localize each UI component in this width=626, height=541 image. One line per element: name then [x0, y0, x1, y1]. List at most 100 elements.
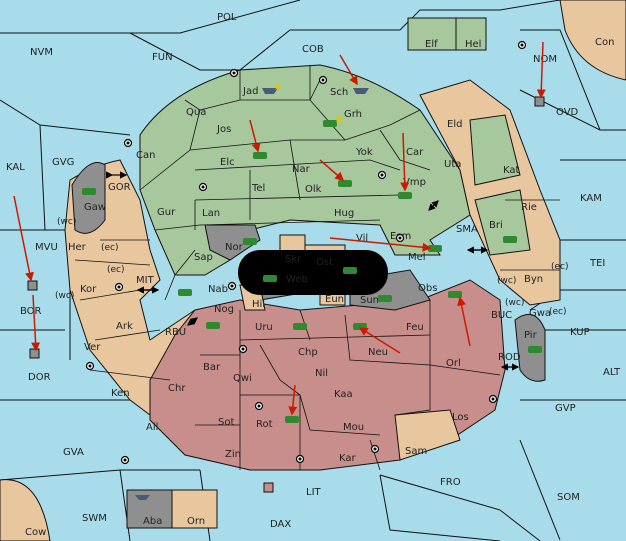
province-label-yok: Yok	[355, 147, 373, 158]
province-label-gaw: Gaw	[84, 202, 106, 213]
star-icon: ★	[334, 113, 344, 126]
central-lake	[238, 250, 388, 295]
province-label-mou: Mou	[343, 422, 364, 433]
province-aba[interactable]	[126, 489, 173, 529]
province-label-kaa: Kaa	[334, 389, 353, 400]
army-unit[interactable]	[82, 188, 96, 195]
province-label-olk: Olk	[305, 184, 322, 195]
fleet-unit[interactable]	[263, 482, 274, 493]
province-label-grh: Grh	[344, 109, 362, 120]
province-label-obs: Obs	[418, 283, 437, 294]
province-label-kam: KAM	[580, 193, 602, 204]
province-label-ovd: OVD	[556, 107, 579, 118]
province-orn[interactable]	[171, 489, 218, 529]
canal-arrows	[106, 171, 520, 371]
province-label-web: Web	[286, 274, 308, 285]
province-label-gvg: GVG	[52, 157, 74, 168]
army-unit[interactable]	[206, 322, 220, 329]
province-label-uta: Uta	[444, 159, 461, 170]
fleet-unit[interactable]	[262, 88, 278, 94]
province-gaw[interactable]	[71, 162, 106, 234]
province-label-aba: Aba	[143, 516, 162, 527]
army-unit[interactable]	[343, 267, 357, 274]
province-label-eld: Eld	[447, 119, 462, 130]
coast-label: (ec)	[549, 307, 567, 317]
army-unit[interactable]	[448, 291, 462, 298]
fleet-unit[interactable]	[135, 495, 150, 500]
province-label-bor: BOR	[20, 306, 42, 317]
army-unit[interactable]	[503, 236, 517, 243]
province-label-sap: Sap	[194, 252, 213, 263]
province-label-eun: Eun	[325, 294, 344, 305]
province-label-jos: Jos	[216, 124, 231, 135]
province-label-mit: MIT	[136, 275, 155, 286]
fleet-unit[interactable]	[534, 96, 545, 107]
army-unit[interactable]	[353, 323, 367, 330]
army-unit[interactable]	[338, 180, 352, 187]
province-label-vmp: Vmp	[403, 177, 426, 188]
province-label-elc: Elc	[220, 157, 235, 168]
province-label-rie: Rie	[521, 202, 537, 213]
coast-label: (wc)	[505, 298, 524, 308]
province-label-fun: FUN	[152, 52, 173, 63]
province-label-elf: Elf	[425, 39, 438, 50]
province-label-sma: SMA	[456, 224, 478, 235]
army-unit[interactable]	[285, 416, 299, 423]
province-elf[interactable]	[407, 17, 457, 51]
fleet-unit[interactable]	[29, 348, 40, 359]
army-unit[interactable]	[263, 275, 277, 282]
province-label-cob: COB	[302, 44, 324, 55]
province-label-orl: Orl	[446, 358, 461, 369]
province-label-pir: Pir	[524, 330, 538, 341]
province-label-rot: Rot	[256, 419, 273, 430]
army-unit[interactable]	[323, 120, 337, 127]
province-label-swm: SWM	[82, 513, 107, 524]
province-label-her: Her	[68, 242, 87, 253]
province-label-chp: Chp	[298, 347, 318, 358]
fleet-unit[interactable]	[353, 88, 369, 94]
province-label-byn: Byn	[524, 274, 543, 285]
province-label-rod: ROD	[498, 352, 521, 363]
province-label-nog: Nog	[214, 304, 234, 315]
coast-label: (wc)	[57, 217, 76, 227]
coast-label: (wc)	[497, 276, 516, 286]
province-label-ost: Ost	[316, 257, 333, 268]
units: ★ ★	[27, 80, 545, 500]
province-label-lit: LIT	[306, 487, 322, 498]
army-unit[interactable]	[528, 346, 542, 353]
province-label-gur: Gur	[157, 207, 176, 218]
province-label-skr: Skr	[285, 254, 302, 265]
province-label-sch: Sch	[330, 87, 348, 98]
army-unit[interactable]	[398, 192, 412, 199]
army-unit[interactable]	[243, 238, 257, 245]
province-label-neu: Neu	[368, 347, 388, 358]
province-label-hil: Hil	[252, 299, 265, 310]
province-label-nil: Nil	[315, 368, 328, 379]
army-unit[interactable]	[178, 289, 192, 296]
province-label-vil: Vil	[356, 233, 368, 244]
province-label-som: SOM	[557, 492, 580, 503]
army-unit[interactable]	[428, 245, 442, 252]
army-unit[interactable]	[378, 295, 392, 302]
province-label-hug: Hug	[334, 208, 354, 219]
province-label-jad: Jad	[242, 86, 258, 97]
army-unit[interactable]	[253, 152, 267, 159]
army-unit[interactable]	[293, 323, 307, 330]
province-label-tel: Tel	[251, 183, 265, 194]
coast-label: (ec)	[551, 262, 569, 272]
fleet-unit[interactable]	[27, 280, 38, 291]
province-hel[interactable]	[455, 17, 487, 51]
province-label-kar: Kar	[339, 453, 357, 464]
province-label-ver: Ver	[84, 342, 101, 353]
province-label-lan: Lan	[202, 208, 220, 219]
province-label-pol: POL	[217, 12, 237, 23]
province-label-sot: Sot	[218, 417, 234, 428]
province-label-buc: BUC	[491, 310, 512, 321]
province-label-ark: Ark	[116, 321, 133, 332]
province-label-kor: Kor	[80, 284, 97, 295]
coast-labels: (wc) (ec) (ec) (wc) (wc) (ec) (wc) (ec)	[55, 217, 569, 317]
ring-land	[64, 64, 561, 471]
province-label-zin: Zin	[225, 449, 241, 460]
province-label-ken: Ken	[111, 388, 130, 399]
